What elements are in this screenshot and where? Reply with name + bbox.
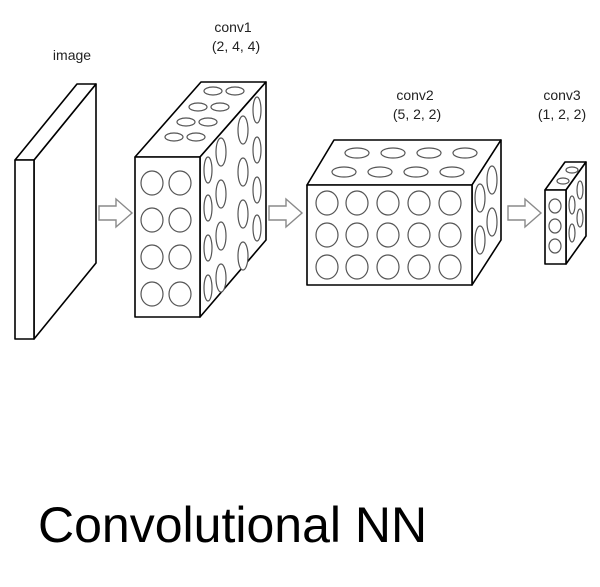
conv2-name-label: conv2 <box>396 87 434 103</box>
conv1-shape-label: (2, 4, 4) <box>212 38 260 54</box>
arrow-icon <box>268 197 304 229</box>
conv3-block <box>544 161 587 265</box>
arrow-icon <box>507 197 543 229</box>
conv1-block <box>134 81 267 318</box>
conv3-front-cells <box>548 198 562 254</box>
conv2-front-cells <box>315 190 462 280</box>
conv1-front-cells <box>140 170 192 307</box>
conv2-top-face <box>306 139 502 186</box>
arrow-icon <box>98 197 134 229</box>
conv2-side-cells <box>474 165 498 255</box>
diagram-title: Convolutional NN <box>38 497 427 553</box>
conv3-name-label: conv3 <box>543 87 581 103</box>
conv1-name-label: conv1 <box>214 19 252 35</box>
input-image-slab <box>14 83 97 340</box>
conv1-side-cells <box>203 96 262 302</box>
conv3-top-cells <box>556 166 579 185</box>
conv3-side-cells <box>568 180 584 243</box>
conv2-shape-label: (5, 2, 2) <box>393 106 441 122</box>
conv2-block <box>306 139 502 286</box>
image-label: image <box>53 47 91 63</box>
conv1-top-cells <box>164 86 245 142</box>
conv2-top-cells <box>331 147 478 178</box>
image-slab-front <box>14 159 35 340</box>
conv3-shape-label: (1, 2, 2) <box>538 106 586 122</box>
